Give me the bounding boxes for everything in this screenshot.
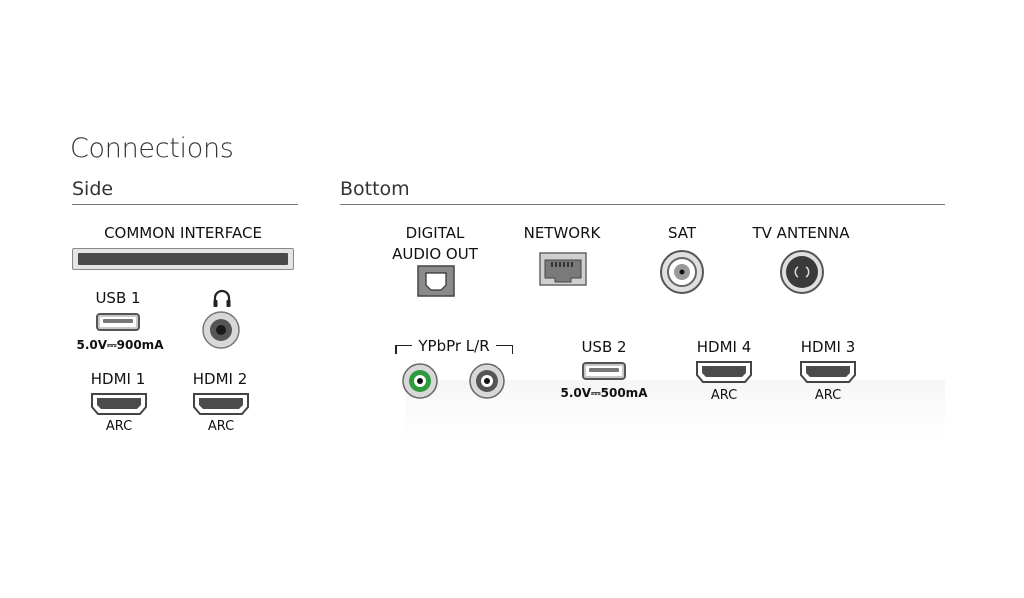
usb2-spec: 5.0V⎓500mA [560,386,648,400]
ethernet-port [539,252,587,290]
digital-audio-out-label-line1: DIGITAL [405,224,465,242]
hdmi3-port [799,360,857,388]
usb2-label: USB 2 [581,338,627,356]
hdmi4-port [695,360,753,388]
section-side-heading: Side [72,178,114,200]
optical-port [417,265,455,301]
hdmi4-label: HDMI 4 [696,338,752,356]
hdmi1-port [90,392,148,420]
hdmi3-label: HDMI 3 [800,338,856,356]
usb1-label: USB 1 [95,289,141,307]
hdmi1-label: HDMI 1 [90,370,146,388]
hdmi1-arc-label: ARC [105,419,133,434]
hdmi4-arc-label: ARC [710,388,738,403]
bottom-divider [340,204,945,205]
usb1-spec: 5.0V⎓900mA [76,338,164,352]
hdmi2-arc-label: ARC [207,419,235,434]
common-interface-slot [72,248,294,270]
digital-audio-out-label-line2: AUDIO OUT [392,245,478,263]
usb1-port [96,313,140,331]
common-interface-label: COMMON INTERFACE [104,224,262,242]
audio-lr-jack [468,362,506,404]
ypbpr-green-jack [401,362,439,404]
tv-antenna-connector [779,249,825,299]
headphone-icon [211,288,233,312]
hdmi3-arc-label: ARC [814,388,842,403]
page-title: Connections [70,133,234,164]
ypbpr-label: YPbPr L/R [412,337,496,355]
usb2-port [582,362,626,380]
hdmi2-label: HDMI 2 [192,370,248,388]
sat-label: SAT [667,224,697,242]
side-divider [72,204,298,205]
section-bottom-heading: Bottom [340,178,410,200]
headphone-jack [201,310,241,354]
network-label: NETWORK [523,224,601,242]
tv-antenna-label: TV ANTENNA [752,224,850,242]
hdmi2-port [192,392,250,420]
sat-connector [659,249,705,299]
